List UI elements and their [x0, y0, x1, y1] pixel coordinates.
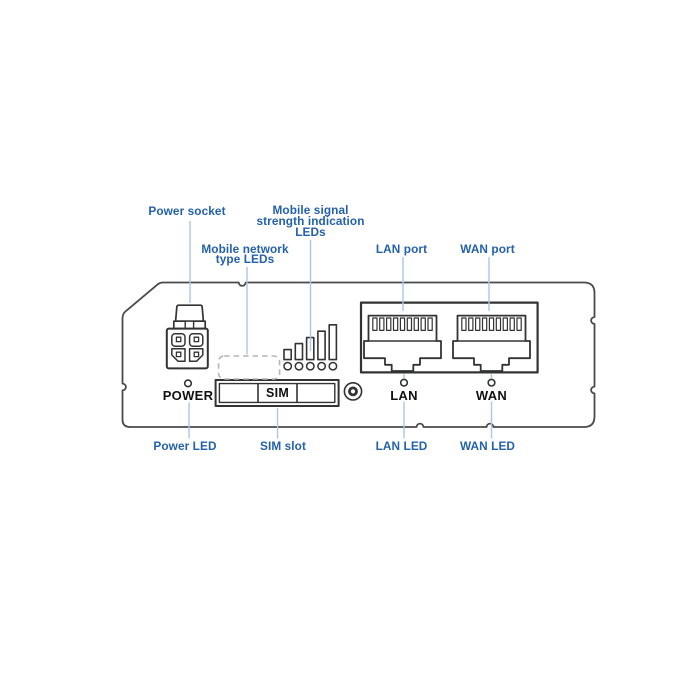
- signal-led: [317, 361, 327, 371]
- power-pin-hole-top-right: [188, 333, 204, 347]
- power-led-indicator: [183, 379, 193, 388]
- signal-led: [283, 361, 293, 371]
- sim-slot-inner: [218, 382, 336, 404]
- signal-strength-leds: [283, 361, 338, 371]
- callout-lan-led: LAN LED: [375, 438, 428, 453]
- callout-power-socket: Power socket: [148, 204, 226, 218]
- leader-lines: [188, 221, 493, 439]
- power-socket-cap: [174, 304, 205, 323]
- sim-slot-outer: [214, 379, 340, 407]
- reset-button[interactable]: [343, 381, 363, 401]
- signal-led: [294, 361, 304, 371]
- wan-label: WAN: [475, 388, 508, 403]
- rj45-pins: [372, 317, 433, 331]
- power-pin: [193, 336, 200, 343]
- power-socket-body: [165, 327, 209, 370]
- reset-button-center-dot: [350, 389, 356, 394]
- power-pin-hole-bottom-right: [188, 348, 204, 362]
- power-label: POWER: [162, 388, 214, 403]
- callout-mobile-signal-strength-leds: Mobile signal strength indication LEDs: [256, 203, 365, 239]
- mobile-type-leds-dashed-box: [217, 355, 281, 380]
- wan-led-indicator: [487, 378, 496, 387]
- callout-mobile-network-type-leds: Mobile network type LEDs: [201, 241, 289, 267]
- sim-label: SIM: [265, 385, 290, 400]
- power-socket-collar-notch: [184, 320, 195, 330]
- lan-port-jack[interactable]: [363, 314, 442, 372]
- callout-lan-port: LAN port: [375, 241, 428, 256]
- signal-bar-4: [317, 330, 326, 361]
- signal-bar-2: [294, 342, 304, 361]
- power-socket: [165, 304, 209, 370]
- callout-wan-port: WAN port: [460, 241, 515, 256]
- signal-led: [305, 361, 315, 371]
- device-details: [165, 301, 539, 407]
- signal-led: [328, 361, 338, 371]
- power-pin-hole-bottom-left: [171, 348, 186, 362]
- power-pin-hole-top-left: [171, 333, 186, 347]
- power-pin: [193, 351, 200, 358]
- callout-wan-led: WAN LED: [459, 438, 516, 453]
- callout-sim-slot: SIM slot: [259, 438, 307, 453]
- lan-label: LAN: [390, 388, 418, 403]
- wan-port-jack[interactable]: [452, 314, 531, 372]
- sim-slot[interactable]: [214, 379, 340, 407]
- callout-power-led: Power LED: [153, 438, 217, 453]
- lan-led-indicator: [399, 378, 409, 387]
- rj45-pins: [461, 317, 522, 331]
- signal-bar-1: [283, 348, 292, 361]
- power-pin: [175, 351, 182, 358]
- signal-bar-5: [328, 323, 338, 361]
- power-pin: [175, 336, 182, 343]
